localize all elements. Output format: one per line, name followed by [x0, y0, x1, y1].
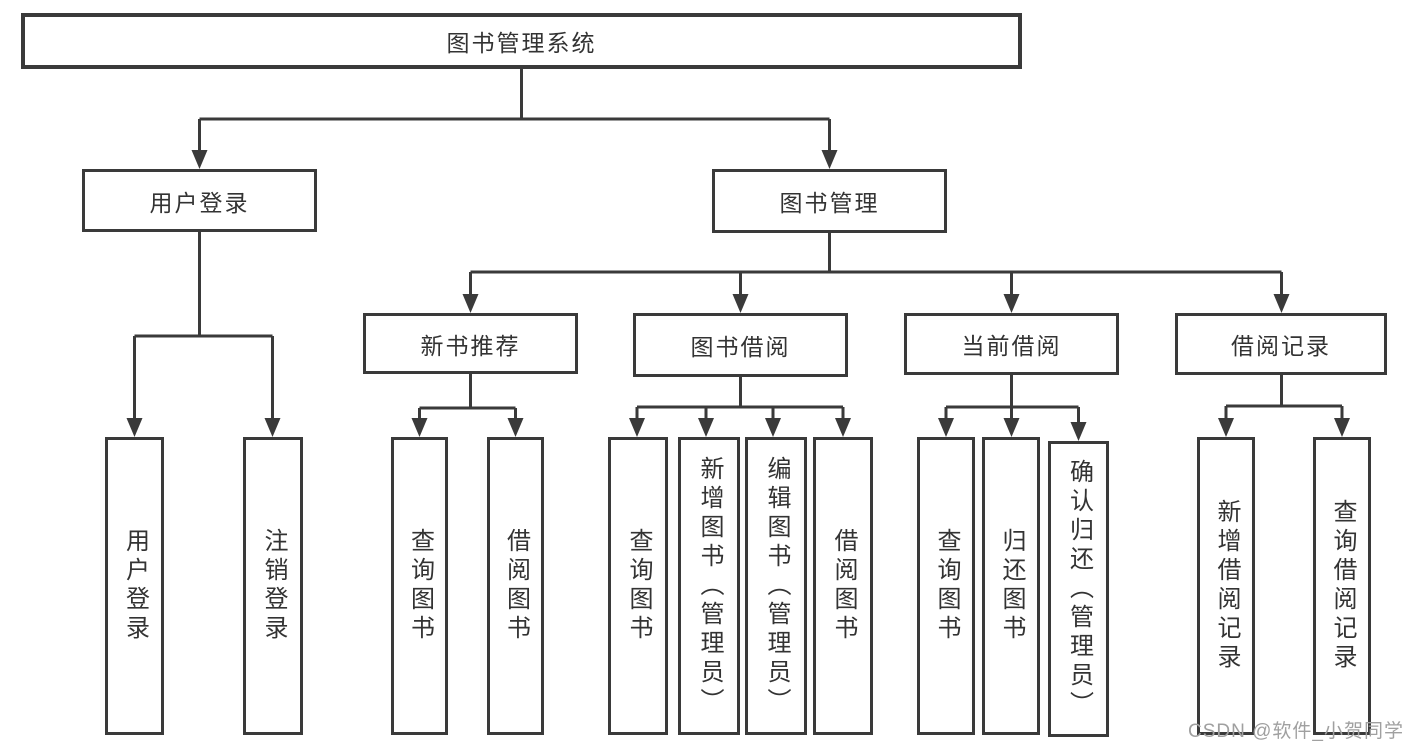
node-book-management: 图书管理 [712, 169, 947, 233]
leaf-logout: 注销登录 [243, 437, 303, 735]
connector-stems-and-rails [133, 69, 1344, 425]
node-borrow-records: 借阅记录 [1175, 313, 1387, 375]
leaf-label: 新增图书（管理员） [696, 455, 723, 717]
leaf-add-borrow-record: 新增借阅记录 [1197, 437, 1255, 735]
leaf-label: 新增借阅记录 [1213, 499, 1240, 673]
leaf-query-borrow-record: 查询借阅记录 [1313, 437, 1371, 735]
leaf-label: 查询图书 [406, 528, 434, 644]
leaf-query-book-current: 查询图书 [917, 437, 975, 735]
node-new-book-recommend: 新书推荐 [363, 313, 578, 374]
leaf-label: 查询图书 [933, 528, 960, 644]
leaf-user-login: 用户登录 [105, 437, 164, 735]
leaf-label: 借阅图书 [502, 528, 530, 644]
leaf-label: 注销登录 [260, 528, 287, 644]
node-label: 图书管理 [779, 190, 880, 216]
node-label: 借阅记录 [1231, 333, 1331, 359]
watermark: CSDN @软件_小贺同学 [1188, 721, 1404, 742]
leaf-label: 用户登录 [121, 528, 149, 644]
node-label: 图书借阅 [690, 334, 791, 360]
node-current-borrow: 当前借阅 [904, 313, 1119, 375]
leaf-confirm-return-admin: 确认归还（管理员） [1048, 441, 1109, 737]
leaf-label: 编辑图书（管理员） [763, 455, 790, 717]
leaf-return-book: 归还图书 [982, 437, 1040, 735]
node-label: 图书管理系统 [446, 30, 597, 56]
leaf-label: 确认归还（管理员） [1065, 458, 1093, 720]
node-library-management-system: 图书管理系统 [21, 13, 1022, 69]
leaf-borrow-book-recommend: 借阅图书 [487, 437, 544, 735]
arrowheads [126, 150, 1350, 441]
leaf-label: 查询图书 [625, 528, 652, 644]
leaf-label: 借阅图书 [830, 528, 857, 644]
node-user-login: 用户登录 [82, 169, 317, 232]
leaf-query-book-borrow: 查询图书 [608, 437, 668, 735]
leaf-label: 归还图书 [998, 528, 1025, 644]
node-label: 用户登录 [149, 189, 250, 216]
node-book-borrow: 图书借阅 [633, 313, 848, 377]
leaf-add-book-admin: 新增图书（管理员） [678, 437, 740, 735]
node-label: 新书推荐 [420, 332, 521, 359]
node-label: 当前借阅 [961, 333, 1062, 359]
leaf-query-book-recommend: 查询图书 [391, 437, 448, 735]
leaf-edit-book-admin: 编辑图书（管理员） [745, 437, 807, 735]
leaf-label: 查询借阅记录 [1329, 499, 1356, 673]
leaf-borrow-book: 借阅图书 [813, 437, 873, 735]
